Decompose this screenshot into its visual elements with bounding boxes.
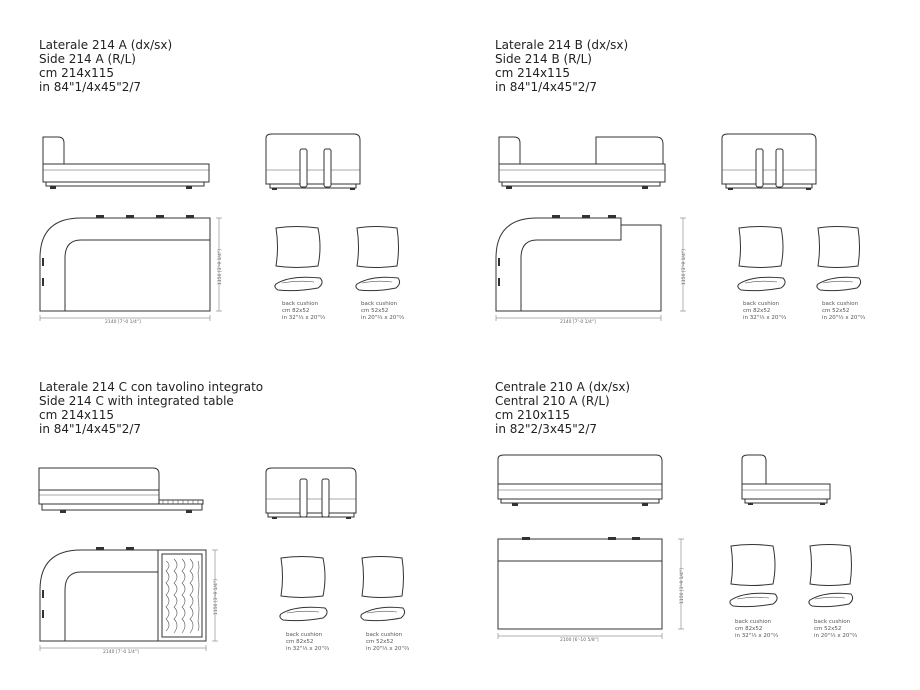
- front-view: [498, 136, 666, 189]
- width-dimension: 2100 [6'-10 5/8"]: [560, 638, 599, 643]
- title-en: Side 214 C with integrated table: [39, 394, 234, 408]
- cushion-caption-small: back cushion cm 52x52 in 20"⅔ x 20"⅔: [822, 301, 866, 321]
- module-drawings: [38, 467, 406, 651]
- plan-view: [495, 215, 686, 321]
- module-drawings: [497, 454, 854, 639]
- module-laterale-214-b: Laterale 214 B (dx/sx) Side 214 B (R/L) …: [456, 0, 920, 345]
- plan-view: [39, 215, 222, 321]
- cushion-large: [279, 556, 328, 622]
- cushion-caption-large: back cushion cm 82x52 in 32"⅓ x 20"⅔: [282, 301, 326, 321]
- width-dimension: 2140 [7'-0 1/4"]: [103, 650, 139, 655]
- size-cm: cm 214x115: [39, 66, 115, 80]
- module-laterale-214-a: Laterale 214 A (dx/sx) Side 214 A (R/L) …: [0, 0, 460, 345]
- side-view: [265, 467, 357, 519]
- module-centrale-210-a: Centrale 210 A (dx/sx) Central 210 A (R/…: [456, 345, 920, 690]
- cushion-small: [808, 544, 854, 608]
- cushion-large: [274, 226, 323, 292]
- title-en: Side 214 A (R/L): [39, 52, 136, 66]
- module-title: Laterale 214 B (dx/sx) Side 214 B (R/L) …: [495, 38, 628, 94]
- cushion-small: [360, 556, 406, 622]
- cushion-small: [816, 226, 862, 292]
- size-in: in 84"1/4x45"2/7: [39, 80, 142, 94]
- size-cm: cm 214x115: [495, 66, 571, 80]
- size-in: in 84"1/4x45"2/7: [495, 80, 598, 94]
- size-in: in 82"2/3x45"2/7: [495, 422, 598, 436]
- size-cm: cm 210x115: [495, 408, 571, 422]
- cushion-caption-small: back cushion cm 52x52 in 20"⅔ x 20"⅔: [361, 301, 405, 321]
- module-title: Centrale 210 A (dx/sx) Central 210 A (R/…: [495, 380, 630, 436]
- depth-dimension: 1150 [3'-9 1/4"]: [680, 568, 685, 604]
- title-en: Central 210 A (R/L): [495, 394, 610, 408]
- side-view: [741, 454, 831, 505]
- plan-view: [497, 537, 684, 639]
- title-en: Side 214 B (R/L): [495, 52, 592, 66]
- plan-view: [39, 547, 218, 651]
- cushion-large: [737, 226, 786, 292]
- module-drawings: [495, 133, 862, 321]
- width-dimension: 2140 [7'-0 1/4"]: [105, 320, 141, 325]
- cushion-caption-large: back cushion cm 82x52 in 32"⅓ x 20"⅔: [735, 619, 779, 639]
- side-view: [721, 133, 817, 190]
- title-it: Laterale 214 C con tavolino integrato: [39, 380, 264, 394]
- module-title: Laterale 214 C con tavolino integrato Si…: [39, 380, 263, 436]
- cushion-caption-large: back cushion cm 82x52 in 32"⅓ x 20"⅔: [743, 301, 787, 321]
- cushion-small: [355, 226, 401, 292]
- depth-dimension: 1150 [3'-9 1/4"]: [682, 249, 687, 285]
- cushion-caption-large: back cushion cm 82x52 in 32"⅓ x 20"⅔: [286, 632, 330, 652]
- side-view: [265, 133, 361, 190]
- depth-dimension: 1150 [3'-9 1/4"]: [218, 249, 223, 285]
- cushion-caption-small: back cushion cm 52x52 in 20"⅔ x 20"⅔: [814, 619, 858, 639]
- module-title: Laterale 214 A (dx/sx) Side 214 A (R/L) …: [39, 38, 172, 94]
- cushion-caption-small: back cushion cm 52x52 in 20"⅔ x 20"⅔: [366, 632, 410, 652]
- front-view: [42, 136, 210, 189]
- size-cm: cm 214x115: [39, 408, 115, 422]
- title-it: Laterale 214 B (dx/sx): [495, 38, 629, 52]
- front-view: [38, 467, 204, 513]
- front-view: [497, 454, 663, 506]
- size-in: in 84"1/4x45"2/7: [39, 422, 142, 436]
- depth-dimension: 1150 [3'-9 1/4"]: [214, 579, 219, 615]
- module-drawings: [39, 133, 401, 321]
- title-it: Centrale 210 A (dx/sx): [495, 380, 631, 394]
- title-it: Laterale 214 A (dx/sx): [39, 38, 173, 52]
- module-laterale-214-c: Laterale 214 C con tavolino integrato Si…: [0, 345, 460, 690]
- cushion-large: [729, 544, 778, 608]
- width-dimension: 2140 [7'-0 1/4"]: [560, 320, 596, 325]
